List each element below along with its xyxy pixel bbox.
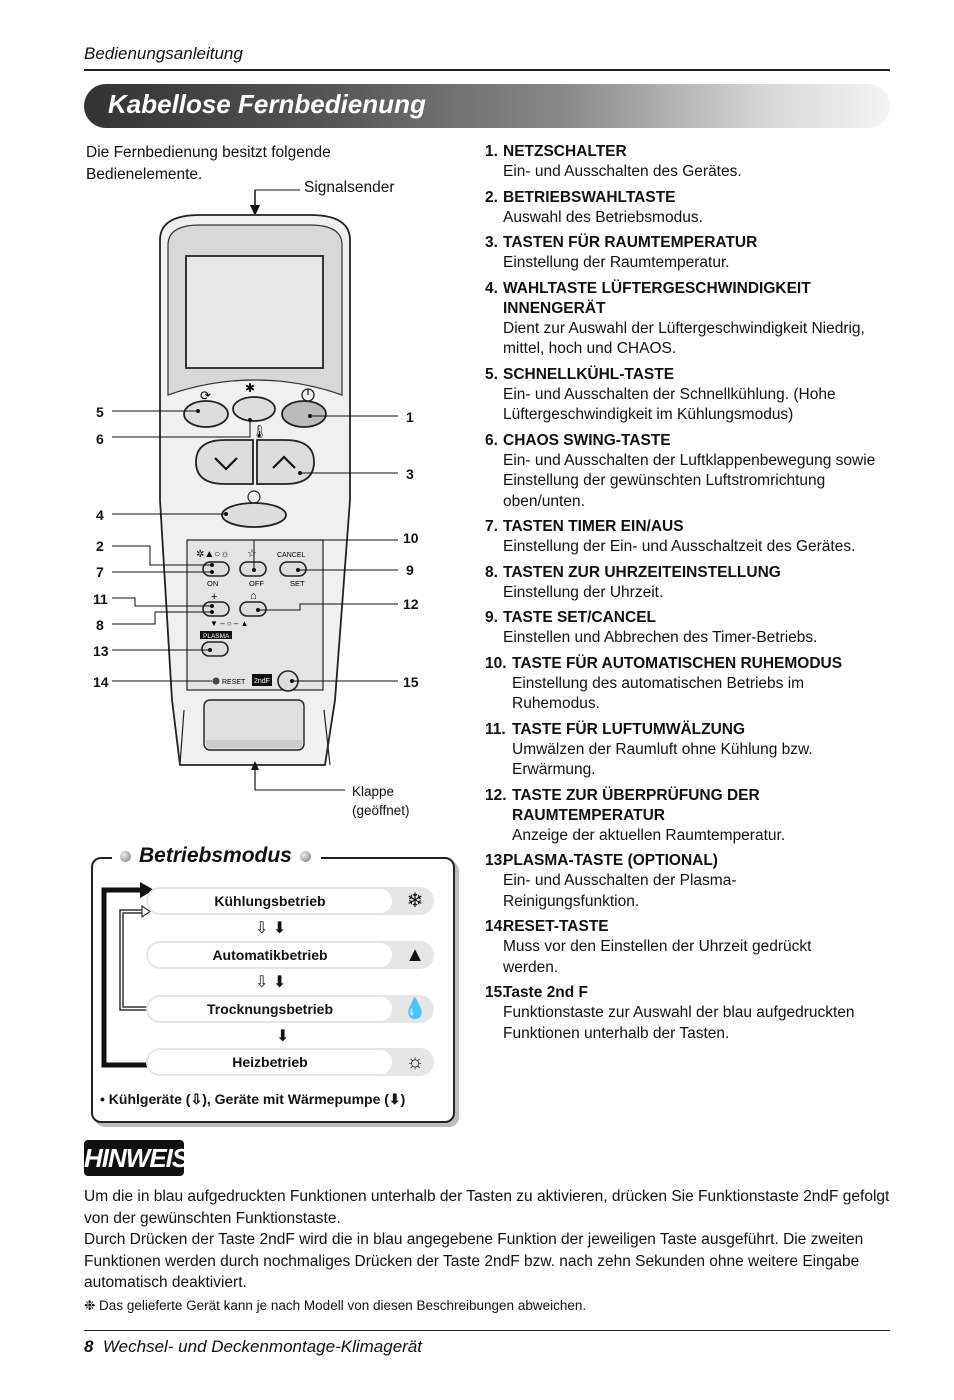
list-item: 12.TASTE ZUR ÜBERPRÜFUNG DER RAUMTEMPERA…	[485, 786, 786, 844]
svg-text:☆: ☆	[247, 548, 257, 560]
header-rule	[84, 69, 890, 71]
button-room-temp-check[interactable]	[239, 601, 267, 617]
label-2: 2	[96, 538, 104, 554]
footnote: ❉ Das gelieferte Gerät kann je nach Mode…	[84, 1298, 587, 1313]
flap-label: Klappe	[352, 784, 395, 799]
outline-arrow-icon: ⇩	[190, 1091, 203, 1107]
flap[interactable]	[203, 699, 305, 751]
droplet-icon: 💧	[402, 998, 428, 1020]
button-temp-up[interactable]	[256, 439, 315, 485]
signal-label: Signalsender	[304, 179, 395, 196]
label-8: 8	[96, 617, 104, 633]
plasma-label: PLASMA	[203, 633, 230, 640]
label-9: 9	[406, 562, 414, 578]
svg-text:+: +	[211, 591, 217, 603]
solid-arrow-icon: ⬇	[388, 1091, 401, 1107]
remote-control-diagram: ⟳ ✱ 🌡 ✲▲○☼ ☆ CANCEL ON OFF SET + ⌂ ▼ – ○…	[112, 189, 398, 791]
reset-label: RESET	[222, 679, 246, 686]
svg-text:🌡: 🌡	[251, 424, 268, 439]
button-chaos-swing[interactable]	[232, 396, 276, 422]
sun-icon: ☼	[405, 1051, 425, 1073]
label-3: 3	[406, 466, 414, 482]
mode-legend-note: • Kühlgeräte (⇩), Geräte mit Wärmepumpe …	[100, 1091, 406, 1107]
svg-text:▼ – ○ – ▲: ▼ – ○ – ▲	[210, 619, 248, 628]
button-power[interactable]	[281, 400, 327, 428]
svg-text:✲▲○☼: ✲▲○☼	[196, 549, 229, 560]
svg-text:⌂: ⌂	[250, 590, 257, 602]
label-11: 11	[93, 591, 108, 607]
mode-flow-arrows	[101, 882, 154, 1068]
list-item: 13.PLASMA-TASTE (OPTIONAL)Ein- und Aussc…	[485, 852, 737, 910]
arrow-down-icon: ⬇	[276, 1028, 290, 1045]
label-14: 14	[93, 674, 109, 690]
mode-auto: Automatikbetrieb ▲	[146, 941, 434, 969]
button-reset[interactable]	[212, 677, 220, 685]
button-plasma[interactable]	[201, 641, 229, 657]
footer: 8 Wechsel- und Deckenmontage-Klimagerät	[84, 1337, 422, 1356]
on-label: ON	[207, 579, 218, 588]
mode-dry: Trocknungsbetrieb 💧	[146, 995, 434, 1023]
arrow-down-icon: ⇩ ⬇	[255, 920, 287, 937]
button-set-cancel[interactable]	[279, 561, 307, 577]
svg-text:⟳: ⟳	[200, 388, 211, 403]
set-label: SET	[290, 579, 305, 588]
flap-label-open: (geöffnet)	[352, 803, 410, 818]
mode-cooling: Kühlungsbetrieb ❄	[146, 887, 434, 915]
label-10: 10	[403, 530, 419, 546]
list-item: 4.WAHLTASTE LÜFTERGESCHWINDIGKEIT INNENG…	[485, 279, 865, 358]
bullet-dot-icon	[120, 850, 131, 862]
label-1: 1	[406, 409, 414, 425]
hinweis-text: Um die in blau aufgedruckten Funktionen …	[84, 1188, 890, 1291]
label-5: 5	[96, 404, 104, 420]
button-air-circulation[interactable]	[202, 601, 230, 617]
label-7: 7	[96, 564, 104, 580]
label-15: 15	[403, 674, 419, 690]
button-fan-speed[interactable]	[221, 502, 287, 528]
label-6: 6	[96, 431, 104, 447]
snowflake-icon: ❄	[406, 890, 424, 912]
button-jet-cool[interactable]	[183, 400, 229, 428]
page-title: Kabellose Fernbedienung	[108, 89, 426, 119]
hinweis-badge: HINWEIS	[84, 1140, 189, 1176]
mode-box-title: Betriebsmodus	[112, 844, 321, 868]
button-temp-down[interactable]	[195, 439, 254, 485]
svg-text:✱: ✱	[245, 381, 255, 395]
intro-text: Die Fernbedienung besitzt folgende Bedie…	[86, 144, 331, 183]
title-bar	[84, 84, 890, 128]
auto-mode-icon: ▲	[405, 944, 425, 966]
page-number: 8	[84, 1337, 94, 1356]
bullet-dot-icon	[299, 850, 311, 862]
label-4: 4	[96, 507, 104, 523]
off-label: OFF	[249, 579, 264, 588]
button-mode-select[interactable]	[202, 561, 230, 577]
cancel-label: CANCEL	[277, 552, 306, 559]
second-f-label: 2ndF	[254, 678, 270, 685]
arrow-down-icon: ⇩ ⬇	[255, 974, 287, 991]
mode-heat: Heizbetrieb ☼	[146, 1048, 434, 1076]
section-label: Bedienungsanleitung	[84, 44, 243, 63]
footer-rule	[84, 1330, 890, 1331]
label-12: 12	[403, 596, 419, 612]
lcd-screen	[185, 255, 324, 369]
label-13: 13	[93, 643, 109, 659]
